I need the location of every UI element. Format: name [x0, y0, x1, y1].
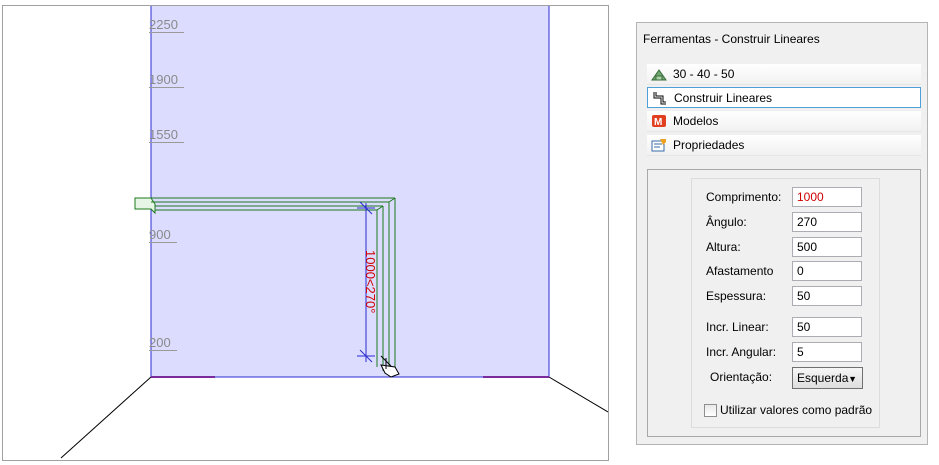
dimension-label: 1000<270°: [363, 250, 378, 313]
row-angulo: Ângulo:: [692, 212, 879, 232]
elevation-label-200: 200: [149, 336, 177, 351]
afastamento-input[interactable]: [792, 261, 862, 281]
nav-label: 30 - 40 - 50: [673, 67, 735, 81]
3d-viewport[interactable]: 1000<270° 2250 1900 1550 900 200: [2, 5, 609, 461]
row-incr-linear: Incr. Linear:: [692, 317, 879, 337]
altura-label: Altura:: [706, 240, 741, 254]
altura-input[interactable]: [792, 237, 862, 257]
angulo-label: Ângulo:: [706, 215, 747, 229]
espessura-label: Espessura:: [706, 289, 767, 303]
orientation-select[interactable]: Esquerda ▼: [792, 367, 863, 389]
incr-angular-label: Incr. Angular:: [706, 345, 777, 359]
angulo-input[interactable]: [792, 212, 862, 232]
row-espessura: Espessura:: [692, 286, 879, 306]
nav-label: Modelos: [673, 114, 719, 128]
orientation-value: Esquerda: [797, 371, 849, 385]
nav-item-propriedades[interactable]: Propriedades: [647, 135, 921, 156]
nav-item-30-40-50[interactable]: 30 - 40 - 50: [647, 64, 921, 85]
dimension-line: [357, 201, 392, 369]
nav-item-modelos[interactable]: M Modelos: [647, 111, 921, 132]
row-afastamento: Afastamento: [692, 261, 879, 281]
row-altura: Altura:: [692, 237, 879, 257]
elevation-label-900: 900: [149, 228, 177, 243]
espessura-input[interactable]: [792, 286, 862, 306]
elevation-label-1900: 1900: [149, 73, 184, 88]
row-comprimento: Comprimento:: [692, 187, 879, 207]
panel-title: Ferramentas - Construir Lineares: [643, 32, 820, 46]
incr-angular-input[interactable]: [792, 342, 862, 362]
linear-profile-icon: [652, 91, 668, 105]
wall-plane[interactable]: [151, 6, 549, 377]
svg-text:M: M: [654, 117, 662, 128]
row-incr-angular: Incr. Angular:: [692, 342, 879, 362]
form-group: Comprimento: Ângulo: Altura: Afastamento…: [691, 178, 880, 428]
floor-edge-left: [60, 376, 152, 459]
comprimento-input[interactable]: [792, 187, 862, 207]
default-values-checkbox[interactable]: [704, 404, 717, 417]
floor-edge-right: [548, 376, 608, 413]
default-values-label[interactable]: Utilizar valores como padrão: [720, 403, 873, 417]
orientacao-label: Orientação:: [710, 370, 773, 384]
comprimento-label: Comprimento:: [706, 190, 782, 204]
chevron-down-icon: ▼: [848, 374, 857, 384]
models-icon: M: [651, 114, 667, 128]
properties-form: Comprimento: Ângulo: Altura: Afastamento…: [647, 169, 921, 437]
nav-item-construir-lineares[interactable]: Construir Lineares: [647, 87, 921, 108]
elevation-label-2250: 2250: [149, 18, 184, 33]
incr-linear-label: Incr. Linear:: [706, 320, 769, 334]
properties-icon: [651, 138, 667, 152]
nav-label: Construir Lineares: [674, 91, 773, 105]
row-orientacao: Orientação: Esquerda ▼: [692, 367, 879, 389]
afastamento-label: Afastamento: [706, 264, 774, 278]
elevation-label-1550: 1550: [149, 128, 184, 143]
incr-linear-input[interactable]: [792, 317, 862, 337]
viewport-canvas[interactable]: 1000<270°: [3, 6, 609, 461]
tools-panel: Ferramentas - Construir Lineares 30 - 40…: [636, 22, 928, 445]
roof-icon: [651, 67, 667, 81]
nav-label: Propriedades: [673, 138, 745, 152]
